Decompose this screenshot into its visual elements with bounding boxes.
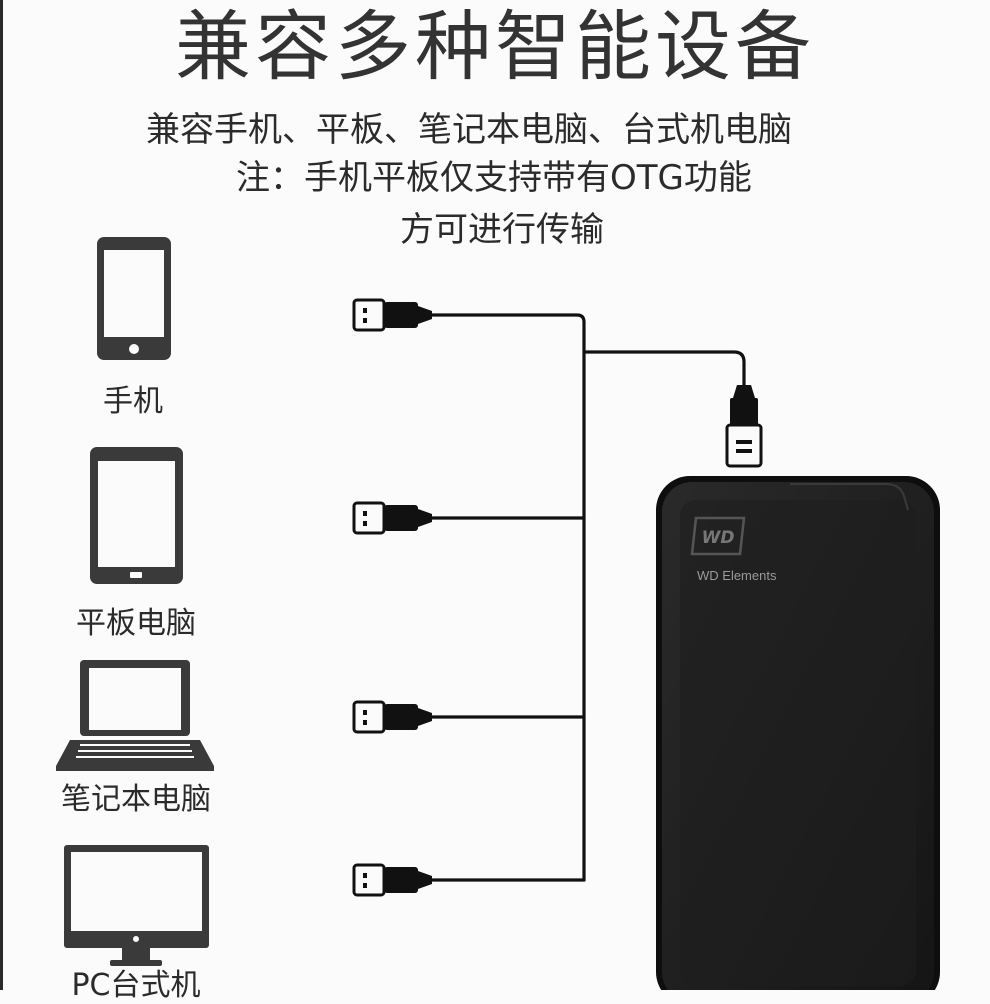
drive-model-label: WD Elements bbox=[697, 568, 777, 583]
subtitle-line-1: 兼容手机、平板、笔记本电脑、台式机电脑 bbox=[146, 110, 792, 150]
laptop-icon bbox=[56, 660, 214, 771]
external-hard-drive bbox=[656, 476, 940, 990]
desktop-icon bbox=[64, 845, 209, 966]
page-title: 兼容多种智能设备 bbox=[175, 2, 815, 91]
usb-plug-tablet bbox=[352, 501, 432, 535]
phone-icon bbox=[97, 237, 171, 360]
svg-text:WD: WD bbox=[702, 528, 735, 548]
tablet-icon bbox=[90, 447, 183, 584]
device-label-desktop: PC台式机 bbox=[71, 968, 201, 1003]
usb-plug-desktop bbox=[352, 863, 432, 897]
device-label-tablet: 平板电脑 bbox=[76, 606, 196, 641]
cable-lines bbox=[430, 313, 746, 882]
usb-plug-group bbox=[352, 298, 432, 897]
subtitle-line-3: 方可进行传输 bbox=[400, 210, 604, 250]
device-label-laptop: 笔记本电脑 bbox=[61, 782, 211, 817]
usb-plug-phone bbox=[352, 298, 432, 332]
subtitle-line-2: 注：手机平板仅支持带有OTG功能 bbox=[236, 158, 752, 198]
left-border bbox=[0, 0, 3, 990]
usb-plug-laptop bbox=[352, 700, 432, 734]
drive-usb-plug bbox=[725, 385, 763, 468]
wd-logo: WD bbox=[690, 516, 746, 556]
device-label-phone: 手机 bbox=[103, 384, 163, 419]
